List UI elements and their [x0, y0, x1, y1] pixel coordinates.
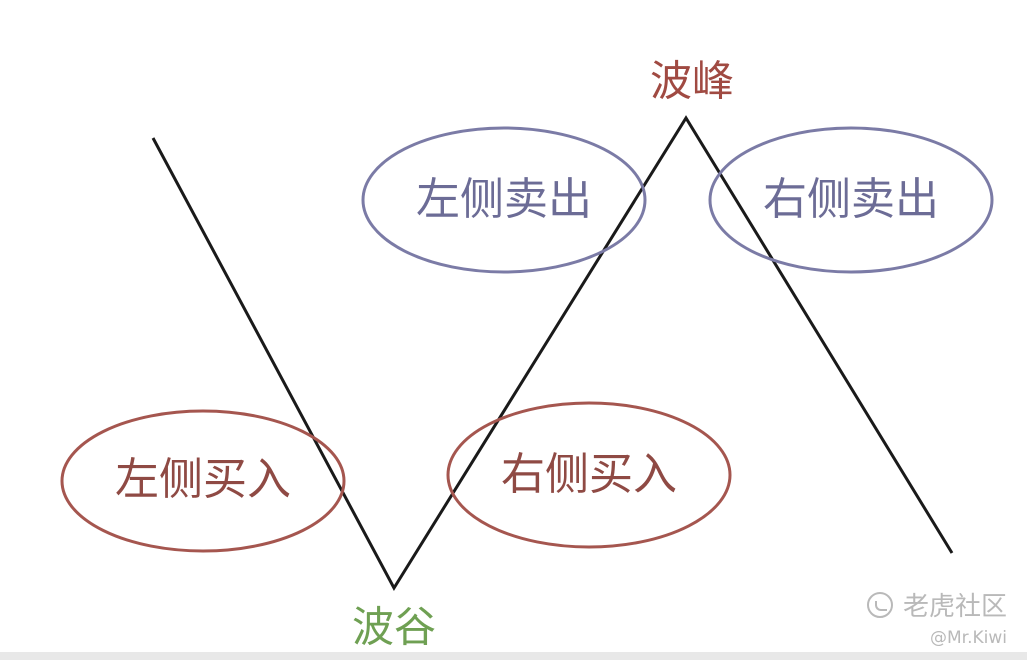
trough-label: 波谷 [352, 603, 436, 652]
left-buy-label: 左侧买入 [115, 454, 291, 505]
watermark-brand-text: 老虎社区 [902, 592, 1007, 622]
right-buy-ellipse [446, 401, 732, 549]
bottom-divider [0, 652, 1027, 660]
left-sell-label: 左侧卖出 [416, 174, 592, 225]
watermark-handle: @Mr.Kiwi [930, 628, 1007, 648]
watermark-brand: 老虎社区 [866, 586, 1007, 623]
peak-label: 波峰 [650, 57, 734, 106]
right-sell-ellipse [708, 126, 994, 274]
tiger-logo-icon [866, 591, 893, 618]
left-buy-ellipse [60, 409, 346, 553]
right-buy-label: 右侧买入 [501, 449, 677, 500]
right-sell-label: 右侧卖出 [763, 174, 939, 225]
left-sell-ellipse [361, 126, 647, 274]
price-wave-line [151, 115, 954, 591]
